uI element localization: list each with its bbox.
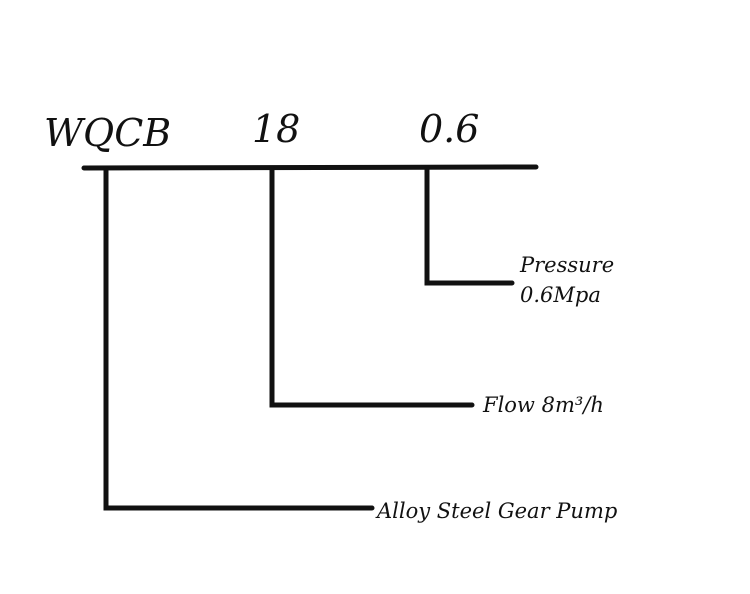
flow-description: Flow 8m³/h (482, 393, 604, 417)
series-description: Alloy Steel Gear Pump (375, 499, 617, 523)
flow-code-label: 18 (252, 107, 300, 151)
pressure-branch-line (424, 165, 515, 286)
pressure-description-line1: Pressure (519, 253, 614, 277)
pressure-code-label: 0.6 (419, 107, 479, 151)
flow-branch-line (269, 165, 475, 408)
main-bar (81, 164, 539, 171)
series-branch-line (103, 165, 375, 511)
series-code-label: WQCB (44, 111, 171, 155)
pressure-description-line2: 0.6Mpa (520, 283, 601, 307)
